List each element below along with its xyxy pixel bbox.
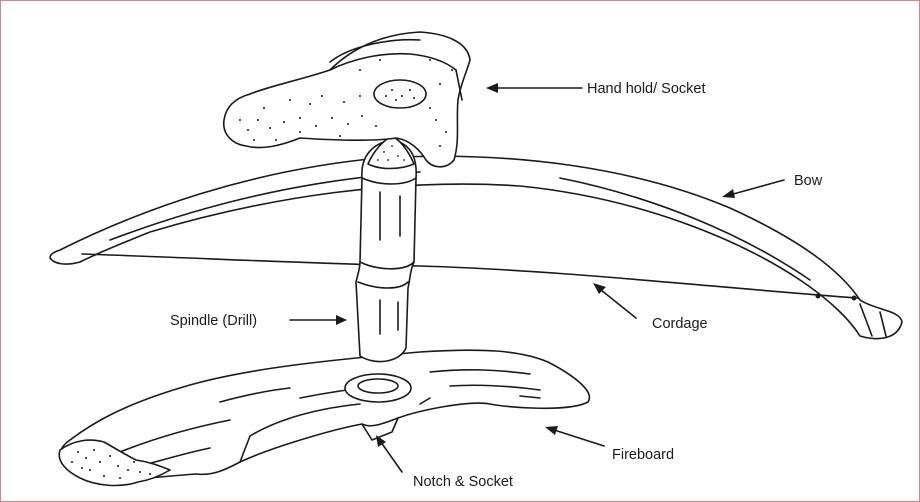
handhold (224, 32, 470, 167)
label-cordage: Cordage (652, 316, 708, 332)
bow (50, 156, 902, 338)
label-bow: Bow (794, 173, 823, 189)
cordage-arrow (593, 283, 636, 318)
bow-arrow (722, 180, 784, 198)
spindle (356, 136, 416, 362)
label-hand-hold-socket: Hand hold/ Socket (587, 81, 706, 97)
label-fireboard: Fireboard (612, 447, 674, 463)
spindle-arrow (290, 315, 347, 325)
label-notch-socket: Notch & Socket (413, 474, 513, 490)
label-spindle-drill: Spindle (Drill) (170, 313, 257, 329)
notch-arrow (376, 435, 402, 472)
cordage (82, 254, 858, 301)
fireboard (59, 350, 589, 485)
fireboard-arrow (545, 426, 604, 446)
handhold-arrow (486, 83, 582, 93)
